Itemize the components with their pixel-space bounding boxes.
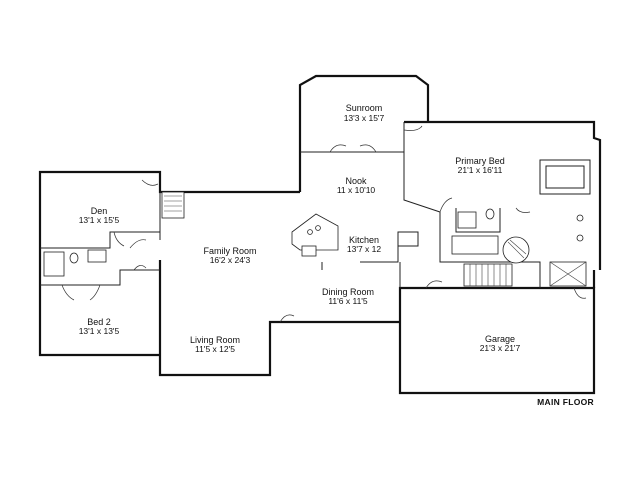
room-labels: Sunroom 13'3 x 15'7 Nook 11 x 10'10 Prim…	[79, 103, 594, 407]
fixtures	[43, 191, 587, 287]
floor-label: MAIN FLOOR	[537, 397, 594, 407]
sunroom-dimensions: 13'3 x 15'7	[344, 113, 385, 123]
dining-room-label: Dining Room	[322, 287, 374, 297]
den-label: Den	[91, 206, 108, 216]
nook-dimensions: 11 x 10'10	[337, 185, 376, 195]
door-swings	[61, 125, 587, 323]
kitchen-dimensions: 13'7 x 12	[347, 244, 382, 254]
primary-bed-dimensions: 21'1 x 16'11	[458, 165, 503, 175]
garage-dimensions: 21'3 x 21'7	[480, 343, 521, 353]
bed2-dimensions: 13'1 x 13'5	[79, 326, 120, 336]
living-room-dimensions: 11'5 x 12'5	[195, 344, 235, 354]
sunroom-label: Sunroom	[346, 103, 383, 113]
primary-bed-label: Primary Bed	[455, 156, 505, 166]
garage-label: Garage	[485, 334, 515, 344]
living-room-label: Living Room	[190, 335, 240, 345]
kitchen-label: Kitchen	[349, 235, 379, 245]
bed2-label: Bed 2	[87, 317, 111, 327]
interior-walls	[40, 122, 591, 288]
den-dimensions: 13'1 x 15'5	[79, 215, 120, 225]
dining-room-dimensions: 11'6 x 11'5	[328, 296, 368, 306]
nook-label: Nook	[345, 176, 367, 186]
family-room-dimensions: 16'2 x 24'3	[210, 255, 251, 265]
family-room-label: Family Room	[203, 246, 256, 256]
